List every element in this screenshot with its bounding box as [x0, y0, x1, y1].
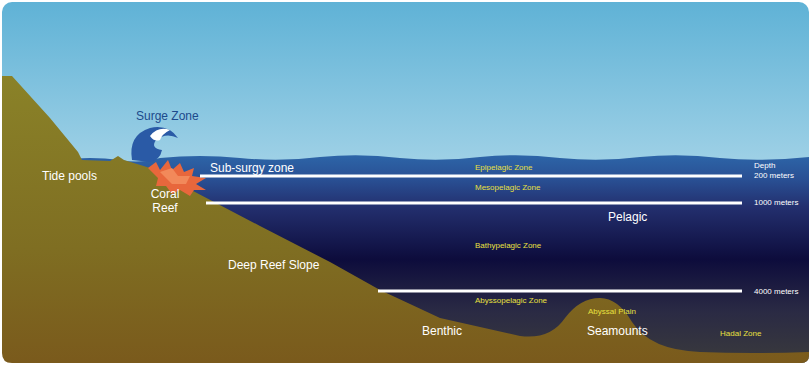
zone-label: Tide pools: [42, 170, 97, 184]
zone-label: Deep Reef Slope: [228, 259, 319, 273]
region-label: Benthic: [422, 325, 462, 339]
pelagic-zone-label: Abyssopelagic Zone: [475, 296, 547, 305]
pelagic-zone-label: Bathypelagic Zone: [475, 241, 541, 250]
depth-label: 200 meters: [754, 171, 794, 180]
zone-label: Coral Reef: [145, 188, 185, 216]
region-label: Pelagic: [608, 211, 647, 225]
pelagic-zone-label: Mesopelagic Zone: [475, 183, 540, 192]
depth-label: Depth: [754, 161, 775, 170]
pelagic-zone-label: Epipelagic Zone: [475, 163, 532, 172]
depth-label: 1000 meters: [754, 198, 798, 207]
pelagic-zone-label: Hadal Zone: [720, 329, 761, 338]
feature-label: Seamounts: [587, 325, 648, 339]
zone-label: Surge Zone: [136, 110, 199, 124]
depth-label: 4000 meters: [754, 287, 798, 296]
feature-label: Abyssal Plain: [588, 307, 636, 316]
zone-label: Sub-surgy zone: [210, 162, 294, 176]
